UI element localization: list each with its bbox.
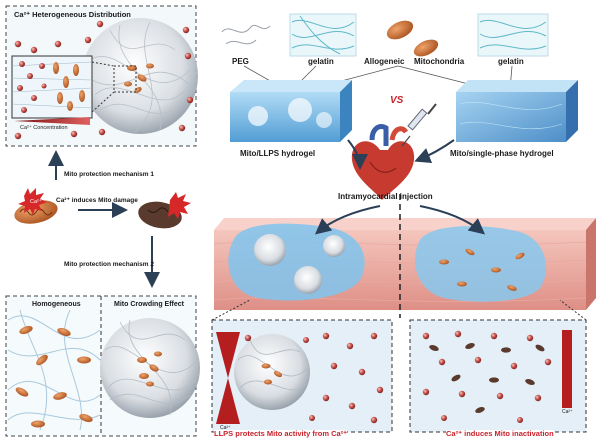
inactivated-mitochondria bbox=[429, 343, 545, 413]
inactivation-panel bbox=[409, 319, 587, 433]
injection-label: Intramyocardial injection bbox=[338, 192, 433, 201]
ca-burst-label: Ca²⁺ bbox=[30, 199, 42, 205]
ca-ions-llps bbox=[244, 332, 384, 424]
llps-gel-in-tissue bbox=[228, 223, 365, 301]
allogeneic-label: Allogeneic bbox=[364, 57, 405, 66]
ball-large bbox=[82, 18, 198, 134]
vs-label: VS bbox=[390, 95, 404, 106]
ca-burst-icon bbox=[18, 188, 47, 215]
heterogeneous-title: Ca²⁺ Heterogeneous Distribution bbox=[14, 10, 131, 19]
mitochondria-icons bbox=[386, 20, 439, 57]
gelatin-left-label: gelatin bbox=[308, 57, 334, 66]
ca-ions-top-left bbox=[14, 20, 194, 140]
mechanism-2-label: Mito protection mechanism 2 bbox=[64, 261, 154, 268]
ca-left-label: Ca²⁺ bbox=[220, 425, 231, 431]
ca-ions-inactivation bbox=[422, 330, 552, 423]
crowding-label: Mito Crowding Effect bbox=[114, 301, 184, 308]
gelatin-right-label: gelatin bbox=[498, 57, 524, 66]
ca-gradient-bar bbox=[14, 117, 90, 125]
single-phase-gel-in-tissue bbox=[414, 226, 546, 302]
peg-strands bbox=[221, 24, 271, 45]
ca-burst-icon-2 bbox=[168, 192, 191, 219]
ca-level-bar bbox=[562, 330, 572, 408]
llps-hydrogel-label: Mito/LLPS hydrogel bbox=[240, 149, 316, 158]
llps-protective-ball bbox=[234, 334, 310, 410]
induces-damage-label: Ca²⁺ induces Mito damage bbox=[56, 197, 138, 204]
ca-concentration-label: Ca²⁺ Concentration bbox=[20, 125, 68, 131]
single-phase-hydrogel-label: Mito/single-phase hydrogel bbox=[450, 149, 554, 158]
mitochondria-label: Mitochondria bbox=[414, 57, 465, 66]
inactivation-label: Ca²⁺ induces Mito inactivation bbox=[446, 429, 554, 438]
heart-icon bbox=[351, 124, 415, 200]
crowded-ball bbox=[100, 318, 200, 418]
homogeneous-label: Homogeneous bbox=[32, 301, 81, 308]
scattered-mitochondria bbox=[15, 325, 93, 428]
single-phase-hydrogel-block bbox=[456, 80, 578, 142]
llps-protects-label: LLPS protects Mito activity from Ca²⁺ bbox=[214, 429, 348, 438]
syringe-icon bbox=[401, 103, 437, 147]
mechanism-1-label: Mito protection mechanism 1 bbox=[64, 171, 154, 178]
llps-hydrogel-block bbox=[230, 80, 352, 142]
ca-right-label: Ca²⁺ bbox=[562, 409, 573, 415]
peg-label: PEG bbox=[232, 57, 249, 66]
